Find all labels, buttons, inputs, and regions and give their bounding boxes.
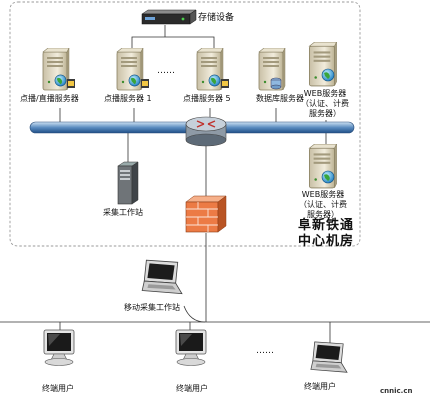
web-server-bottom-icon xyxy=(308,144,338,189)
mobile-capture-workstation-label: 移动采集工作站 xyxy=(124,303,180,312)
terminal-2-monitor-icon xyxy=(175,329,207,366)
web-server-bottom-label: WEB服务器 （认证、计费 服务器） xyxy=(299,190,347,219)
vod-live-server-label: 点播/直播服务器 xyxy=(20,94,79,103)
terminal-3-laptop-icon xyxy=(310,341,348,373)
storage-device-icon xyxy=(141,9,197,25)
watermark: cnnic.cn xyxy=(380,387,413,395)
terminal-1-label: 终端用户 xyxy=(42,384,74,393)
vod-live-server-icon xyxy=(42,48,75,91)
vod-server-1-icon xyxy=(116,48,149,91)
vod-server-5-label: 点播服务器 5 xyxy=(183,94,231,103)
firewall-icon xyxy=(185,195,227,233)
mobile-capture-laptop-icon xyxy=(141,259,183,295)
server-ellipsis: …… xyxy=(157,66,175,76)
terminal-2-label: 终端用户 xyxy=(176,384,208,393)
data-center-title: 阜新铁通 中心机房 xyxy=(297,218,354,249)
web-server-top-label: WEB服务器 （认证、计费 服务器） xyxy=(301,89,349,118)
terminal-3-label: 终端用户 xyxy=(304,382,336,391)
core-router-icon xyxy=(185,116,227,147)
database-server-icon xyxy=(258,48,286,91)
capture-workstation-icon xyxy=(117,161,139,205)
storage-device-label: 存储设备 xyxy=(198,13,235,23)
web-server-top-icon xyxy=(308,42,338,87)
database-server-label: 数据库服务器 xyxy=(256,94,304,103)
data-center-boundary xyxy=(9,1,361,247)
capture-workstation-label: 采集工作站 xyxy=(103,208,143,217)
terminal-ellipsis: …… xyxy=(256,346,274,356)
vod-server-5-icon xyxy=(196,48,229,91)
terminal-1-monitor-icon xyxy=(43,329,75,366)
vod-server-1-label: 点播服务器 1 xyxy=(104,94,152,103)
